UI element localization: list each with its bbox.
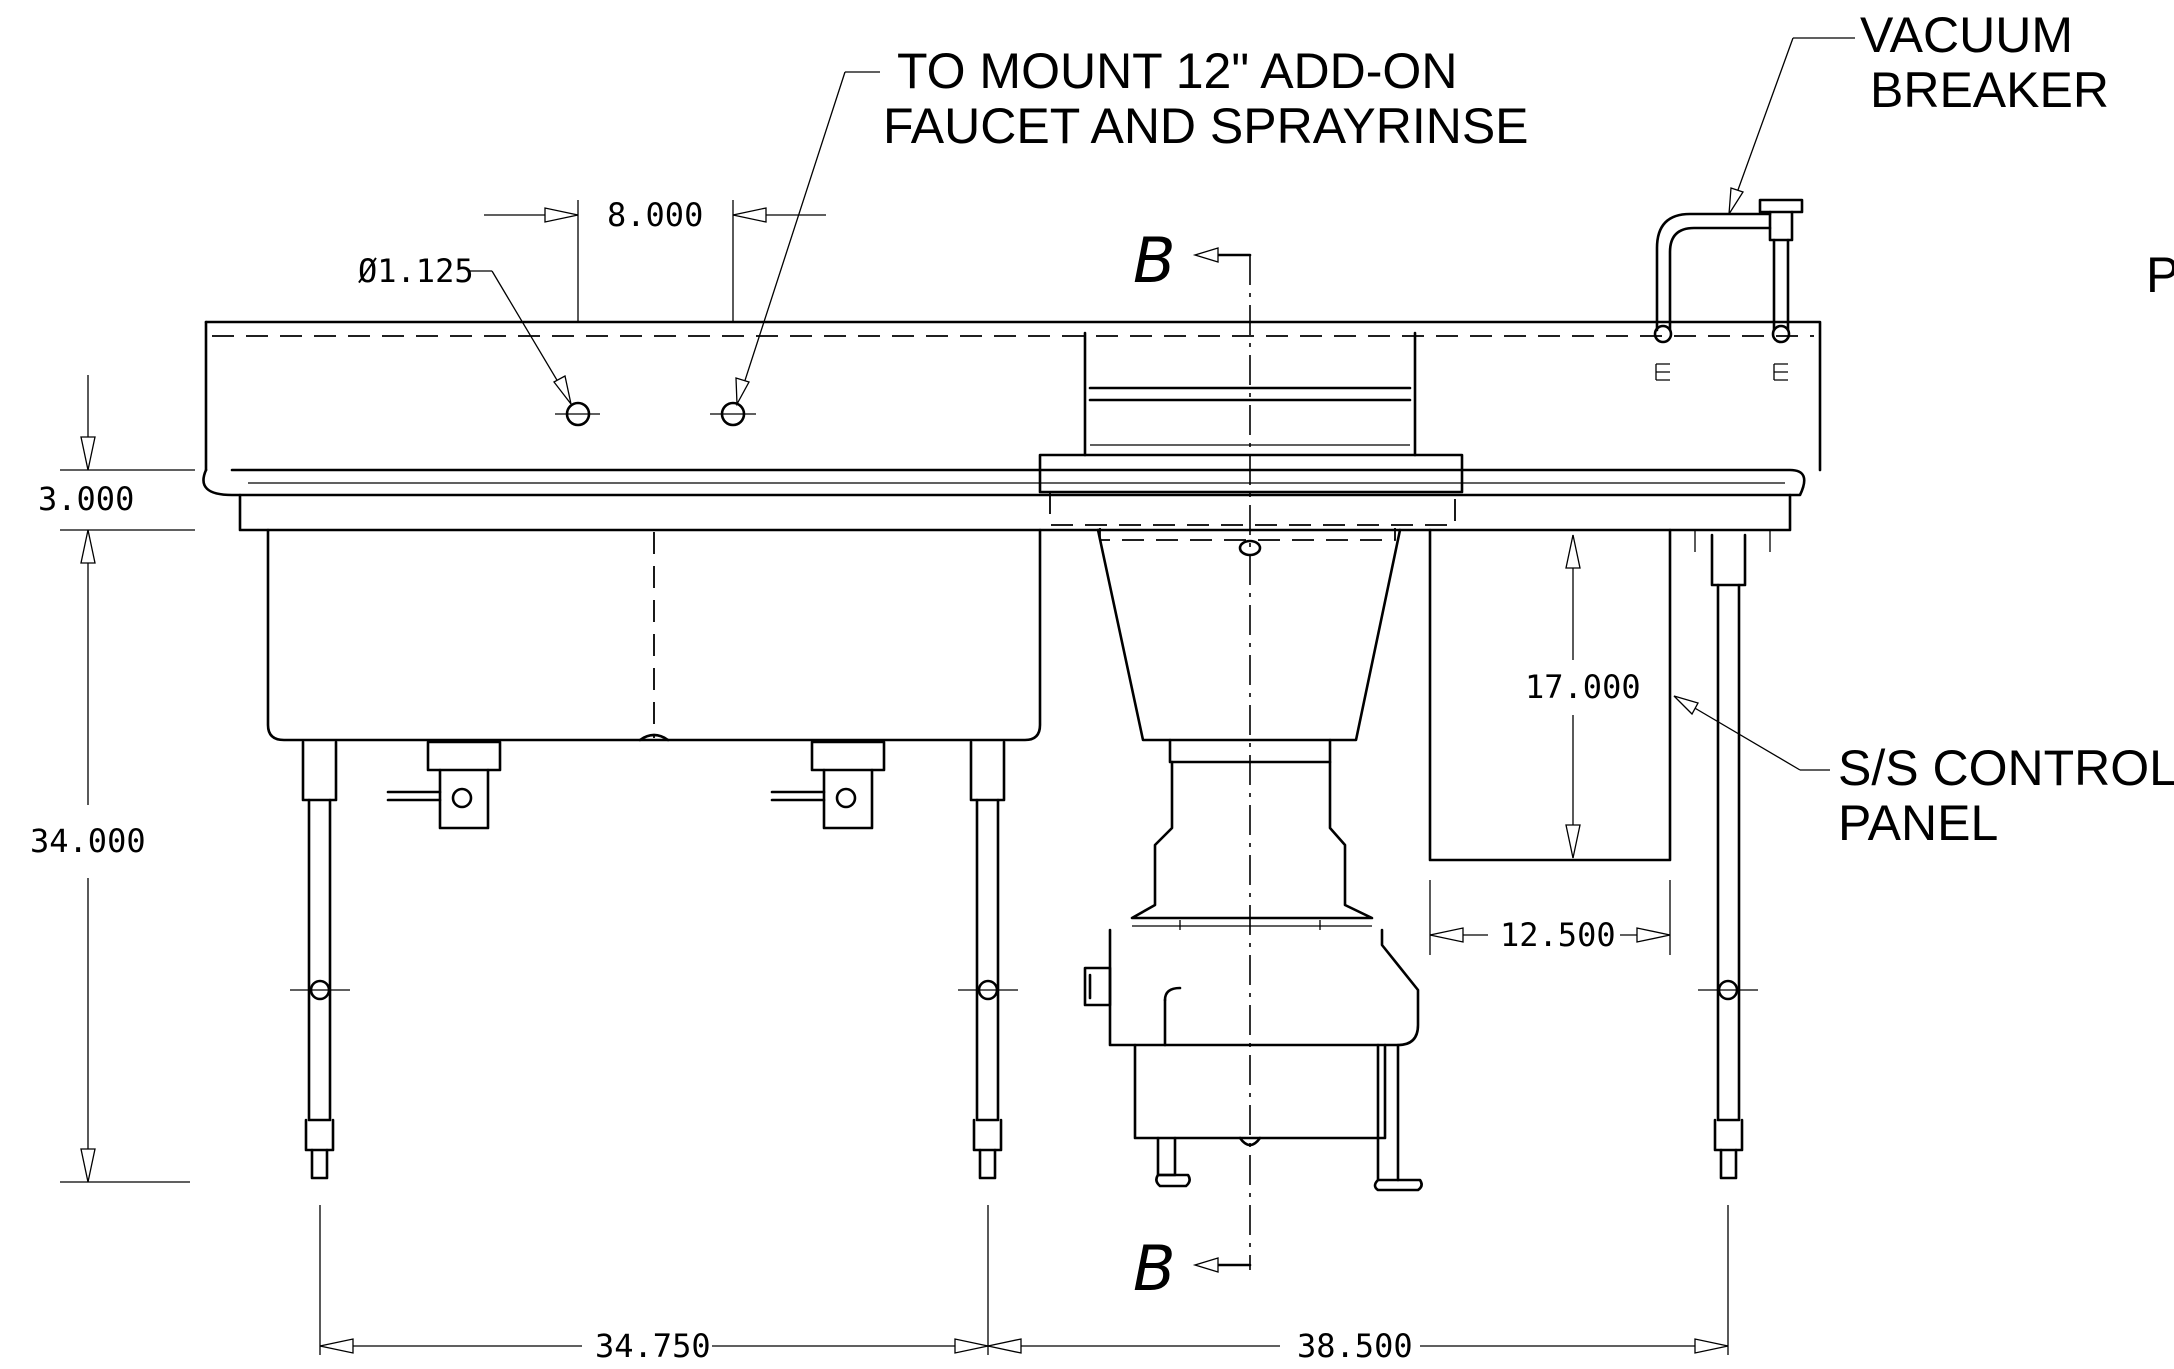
control-panel-leader bbox=[1673, 695, 1830, 771]
dim-leg-spacing-right-text: 38.500 bbox=[1297, 1327, 1413, 1365]
dim-leg-spacing: 34.750 38.500 bbox=[319, 1205, 1729, 1365]
vacuum-breaker bbox=[1653, 198, 1804, 381]
control-panel-note-line1: S/S CONTROL bbox=[1838, 740, 2174, 796]
vacuum-breaker-leader bbox=[1728, 37, 1855, 215]
drain-valve-left bbox=[386, 740, 502, 830]
disposer-cone bbox=[1096, 528, 1402, 764]
dim-hole-diameter: Ø1.125 bbox=[358, 252, 572, 405]
dim-panel-height: 17.000 bbox=[1525, 534, 1641, 859]
dim-panel-width: 12.500 bbox=[1429, 880, 1671, 955]
leg-1 bbox=[290, 740, 350, 1180]
section-line bbox=[1192, 247, 1252, 1273]
disposer-motor bbox=[1083, 760, 1423, 1192]
dim-hole-diameter-text: Ø1.125 bbox=[358, 252, 474, 290]
dim-table-height-text: 34.000 bbox=[30, 822, 146, 860]
dim-panel-width-text: 12.500 bbox=[1500, 916, 1616, 954]
table-top bbox=[202, 320, 1822, 532]
vacuum-breaker-note-line1: VACUUM bbox=[1860, 7, 2073, 63]
vacuum-breaker-note-line2: BREAKER bbox=[1870, 62, 2109, 118]
faucet-holes bbox=[555, 401, 756, 427]
sink-bowls bbox=[266, 528, 1042, 742]
faucet-leader bbox=[735, 71, 880, 407]
dim-hole-spacing: 8.000 bbox=[484, 196, 826, 322]
dim-splash-height-text: 3.000 bbox=[38, 480, 134, 518]
leg-2 bbox=[958, 740, 1018, 1180]
faucet-note-line2: FAUCET AND SPRAYRINSE bbox=[883, 98, 1529, 154]
dim-splash-height: 3.000 bbox=[38, 375, 195, 570]
control-panel bbox=[1428, 528, 1672, 862]
control-panel-note-line2: PANEL bbox=[1838, 795, 1998, 851]
section-label-top: B bbox=[1133, 224, 1176, 297]
faucet-note-line1: TO MOUNT 12" ADD-ON bbox=[897, 43, 1457, 99]
leg-3 bbox=[1694, 530, 1771, 1180]
scrap-basket bbox=[1038, 331, 1464, 541]
dim-table-height: 34.000 bbox=[30, 570, 190, 1183]
dim-hole-spacing-text: 8.000 bbox=[607, 196, 703, 234]
drain-valve-right bbox=[770, 740, 886, 830]
dim-leg-spacing-left-text: 34.750 bbox=[595, 1327, 711, 1365]
dim-panel-height-text: 17.000 bbox=[1525, 668, 1641, 706]
section-label-bottom: B bbox=[1133, 1232, 1176, 1305]
cut-off-label: P bbox=[2146, 247, 2174, 303]
